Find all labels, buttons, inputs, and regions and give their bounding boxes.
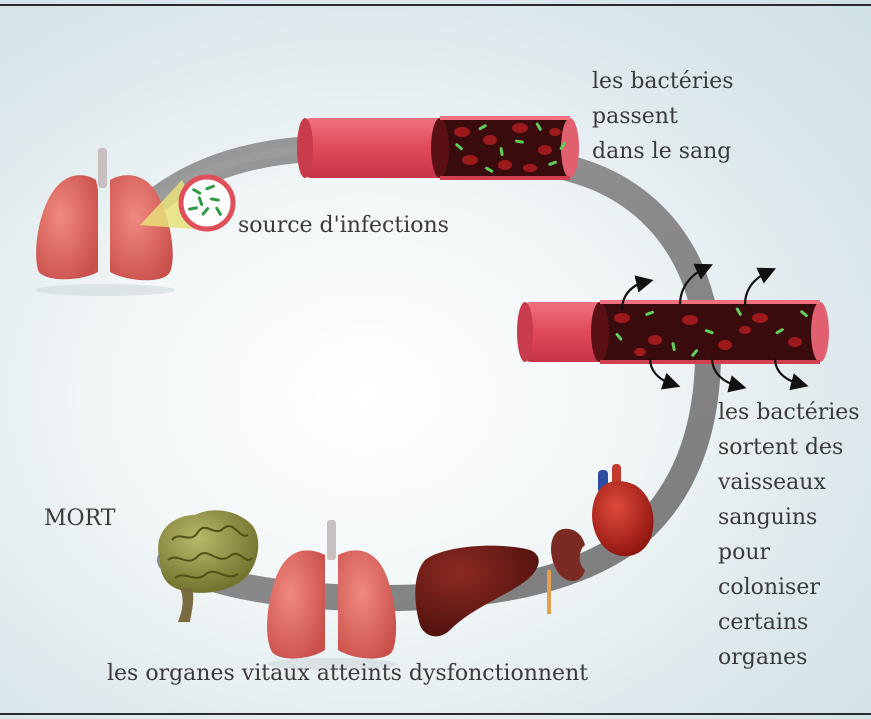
label-infection-source: source d'infections — [238, 208, 449, 243]
label-death: MORT — [44, 501, 115, 536]
label-vital-organs: les organes vitaux atteints dysfonctionn… — [107, 656, 588, 691]
heart-icon — [592, 464, 653, 556]
blood-vessel-icon — [297, 116, 579, 180]
label-bacteria-in-blood: les bactéries passent dans le sang — [592, 64, 734, 169]
blood-vessel-icon — [517, 300, 829, 364]
brain-icon — [158, 510, 258, 622]
label-bacteria-leave-vessels: les bactéries sortent des vaisseaux sang… — [718, 395, 860, 675]
